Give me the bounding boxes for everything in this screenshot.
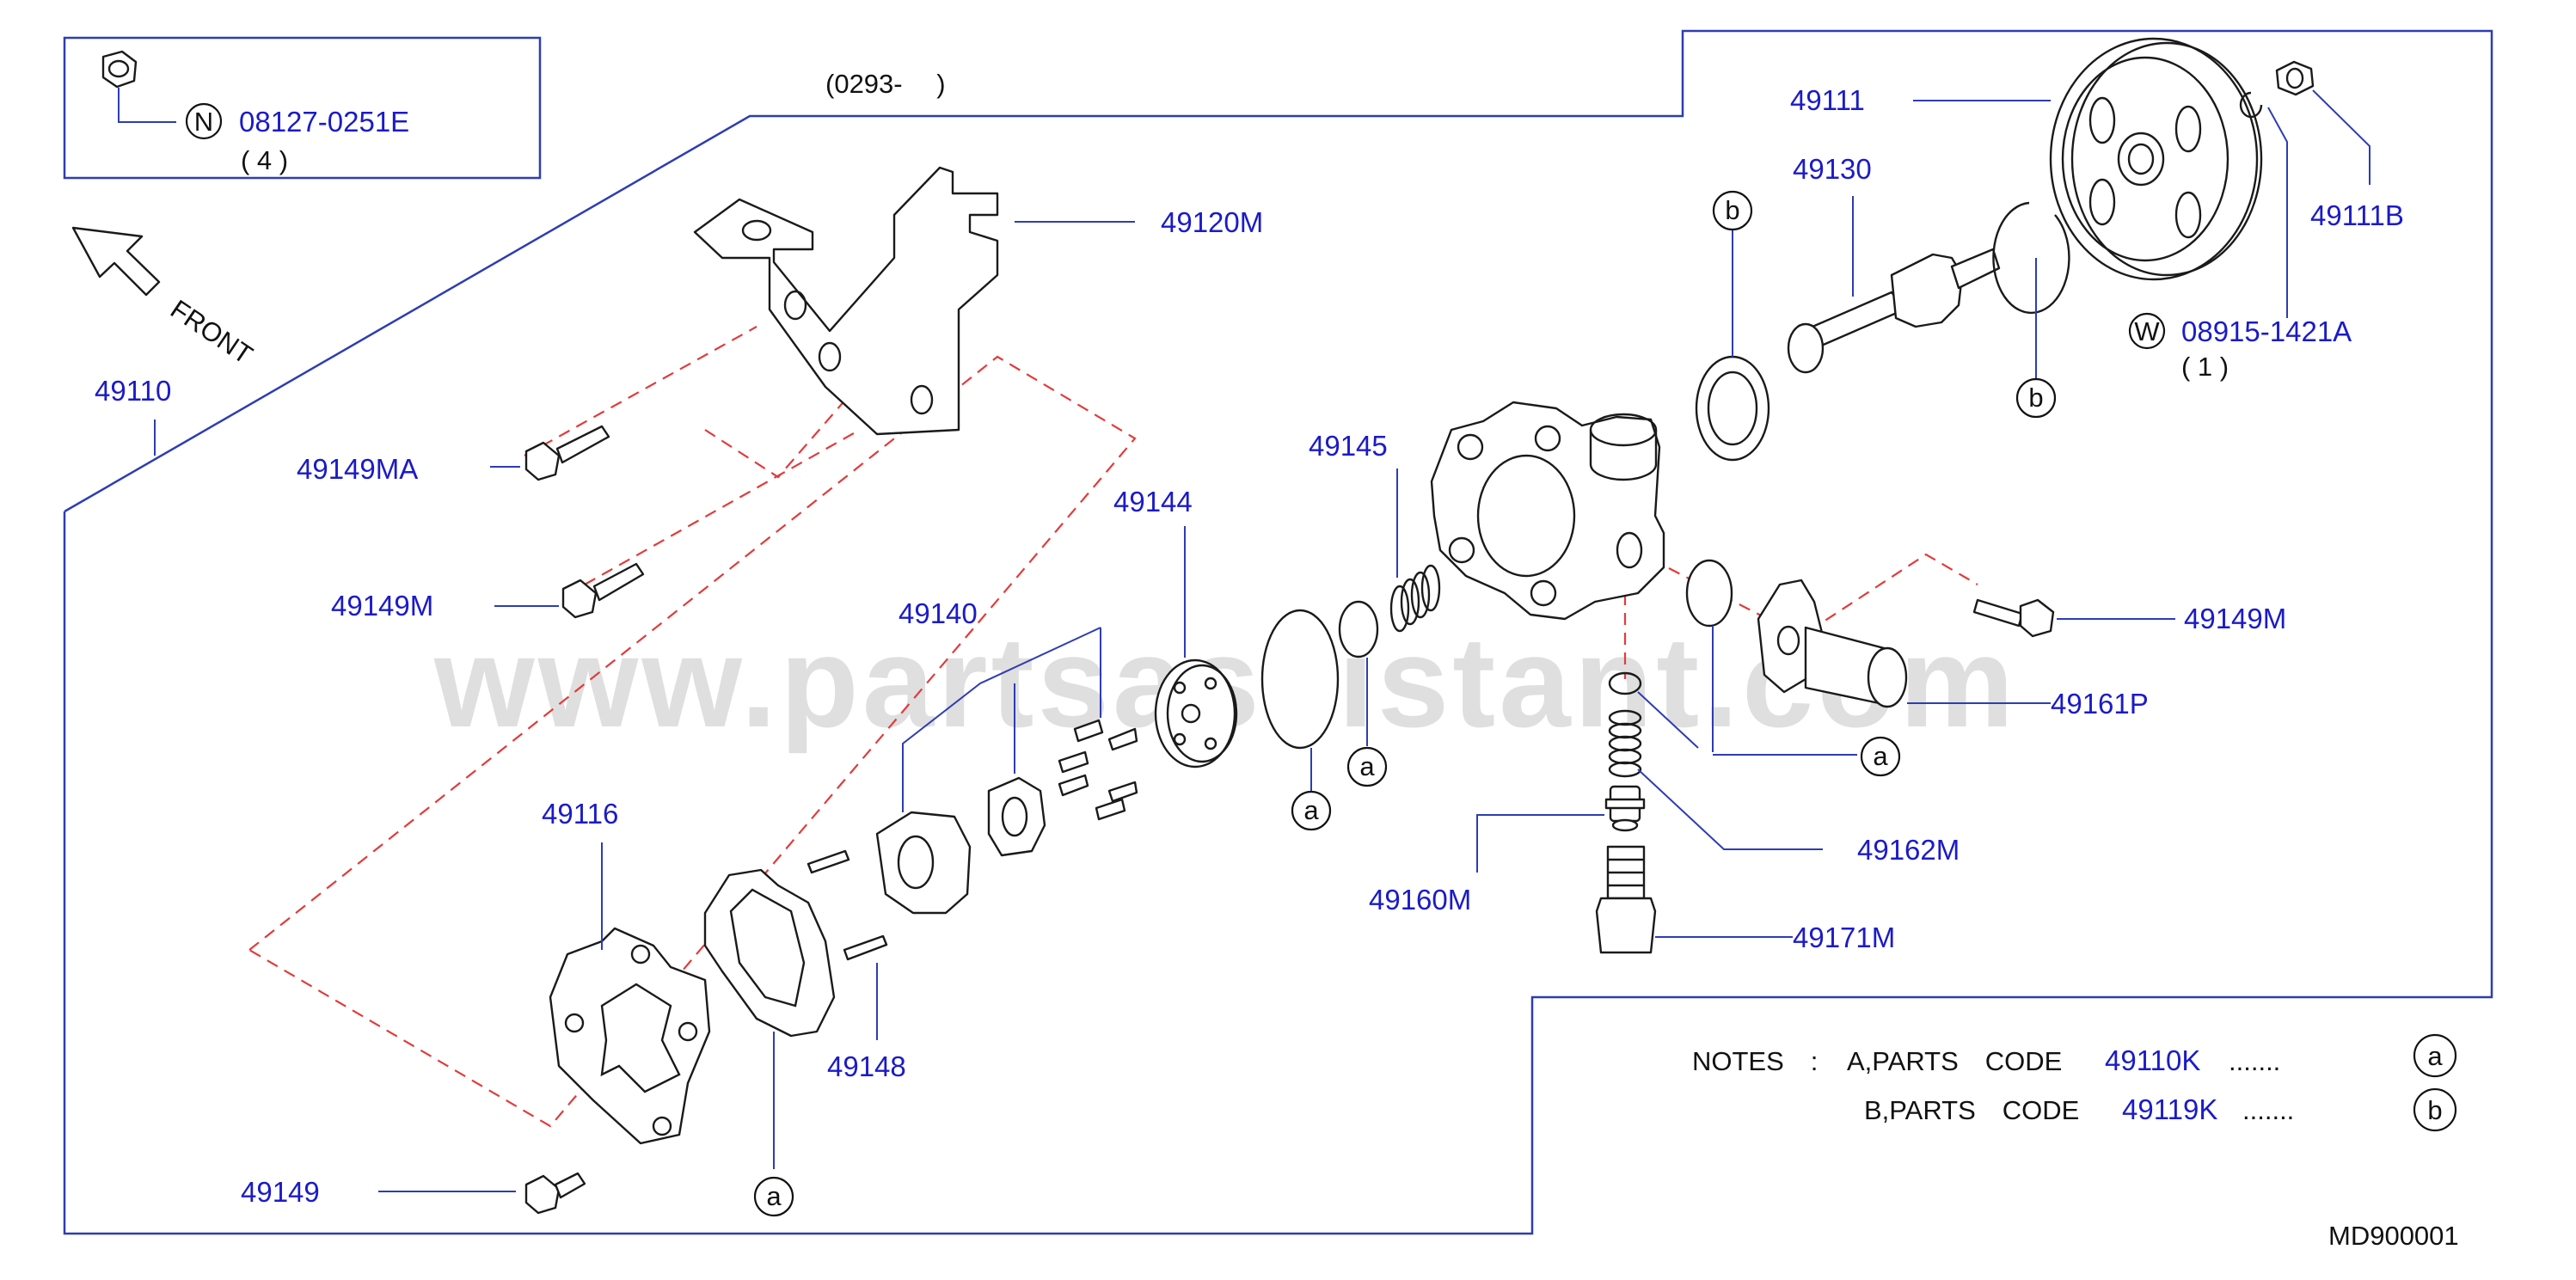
label-49111[interactable]: 49111 <box>1790 84 1865 116</box>
label-49140[interactable]: 49140 <box>899 597 978 629</box>
label-49171M[interactable]: 49171M <box>1793 922 1895 953</box>
washer-part-number[interactable]: 08915-1421A <box>2181 315 2352 347</box>
callout-b-oil-seal-text: b <box>1725 195 1739 225</box>
oil-seal-part <box>1695 355 1770 462</box>
notes-line-b-prefix: B,PARTS CODE <box>1864 1095 2079 1125</box>
vanes-icon <box>1058 719 1138 821</box>
leader-49160M <box>1476 814 1604 873</box>
label-49120M[interactable]: 49120M <box>1161 206 1263 238</box>
assembly-outline <box>63 29 2493 1235</box>
callout-b-snap-ring <box>2015 377 2057 419</box>
rotor-part <box>987 776 1046 857</box>
callout-b-oil-seal <box>1712 190 1753 231</box>
bracket-part <box>693 166 999 436</box>
assembly-dash-lines <box>248 326 1978 1128</box>
bolt-49149M-left-icon <box>561 562 645 619</box>
label-49149[interactable]: 49149 <box>241 1176 320 1208</box>
callout-a-small-o-ring-text: a <box>1359 751 1375 781</box>
diagram-code: MD900001 <box>2328 1221 2459 1251</box>
outlet-fitting-part <box>1757 579 1908 708</box>
leader-valve-o-ring <box>1637 691 1699 749</box>
front-arrow-icon <box>71 226 161 297</box>
pulley-part <box>2049 37 2263 281</box>
label-49111B[interactable]: 49111B <box>2310 199 2404 231</box>
callout-a-gasket <box>753 1176 794 1217</box>
label-49149MA[interactable]: 49149MA <box>297 453 418 485</box>
bolt-49149M-right-icon <box>1972 598 2055 638</box>
label-49116[interactable]: 49116 <box>542 798 618 830</box>
label-49161P[interactable]: 49161P <box>2051 688 2149 720</box>
flow-valve-49160M-part <box>1604 785 1646 832</box>
gasket-part <box>703 868 836 1038</box>
date-range-label: (0293- ) <box>825 69 946 99</box>
inset-symbol: N <box>194 107 213 137</box>
bolt-49149-icon <box>524 1172 586 1215</box>
notes-heading: NOTES : <box>1692 1046 1818 1076</box>
pulley-nut-icon <box>2275 60 2315 96</box>
inset-symbol-circle <box>185 102 223 140</box>
callout-b-snap-ring-text: b <box>2028 383 2043 413</box>
label-49110[interactable]: 49110 <box>95 375 171 407</box>
valve-plug-49171M-part <box>1595 845 1657 954</box>
leader-49162M <box>1637 769 1823 850</box>
label-49145[interactable]: 49145 <box>1309 430 1388 462</box>
notes-symbol-a-circle <box>2413 1033 2457 1078</box>
callout-a-large-o-ring <box>1291 790 1332 831</box>
leader-49140-a <box>902 627 1101 812</box>
label-49144[interactable]: 49144 <box>1113 486 1193 518</box>
pump-body-part <box>1430 401 1665 621</box>
inset-nut-icon <box>101 50 176 123</box>
callout-a-fitting <box>1860 736 1901 777</box>
label-49148[interactable]: 49148 <box>827 1050 906 1082</box>
bolt-49149MA-icon <box>524 425 610 481</box>
valve-o-ring-icon <box>1608 671 1642 695</box>
cam-ring-part <box>875 811 972 915</box>
notes-symbol-b: b <box>2427 1095 2442 1125</box>
rear-cover-part <box>549 927 711 1145</box>
notes-symbol-b-circle <box>2413 1087 2457 1132</box>
lock-washer-icon <box>2239 91 2263 119</box>
snap-ring-icon <box>1992 201 2070 315</box>
label-49149M-left[interactable]: 49149M <box>331 590 433 622</box>
inset-part-number[interactable]: 08127-0251E <box>239 106 409 138</box>
label-49162M[interactable]: 49162M <box>1857 834 1960 866</box>
leader-washer <box>2267 107 2288 318</box>
callout-a-fitting-text: a <box>1873 741 1888 771</box>
notes-line-b-dots: ....... <box>2242 1095 2294 1125</box>
callout-a-gasket-text: a <box>766 1181 782 1211</box>
shaft-part <box>1787 248 2001 374</box>
label-49149M-right[interactable]: 49149M <box>2184 603 2286 634</box>
fitting-o-ring-icon <box>1685 559 1733 628</box>
spring-49145-icon <box>1389 564 1441 633</box>
dowel-pins-icon <box>807 849 888 961</box>
leader-49111B <box>2312 89 2371 185</box>
notes-line-a-dots: ....... <box>2229 1046 2280 1076</box>
washer-symbol: W <box>2134 316 2160 346</box>
notes-line-b-code[interactable]: 49119K <box>2122 1093 2217 1125</box>
notes-line-a-prefix: A,PARTS CODE <box>1847 1046 2062 1076</box>
label-49130[interactable]: 49130 <box>1793 153 1872 185</box>
notes-line-a-code[interactable]: 49110K <box>2105 1044 2200 1076</box>
pressure-plate-part <box>1154 658 1238 769</box>
inset-box <box>63 36 542 180</box>
washer-quantity: ( 1 ) <box>2181 352 2229 382</box>
valve-spring-49162M-icon <box>1608 709 1642 778</box>
notes-symbol-a: a <box>2427 1041 2443 1071</box>
callout-a-large-o-ring-text: a <box>1303 795 1319 825</box>
washer-symbol-circle <box>2128 312 2166 350</box>
callout-a-small-o-ring <box>1346 746 1388 787</box>
o-rings-icon <box>1260 600 1379 750</box>
front-label: FRONT <box>165 294 258 371</box>
inset-quantity: ( 4 ) <box>241 145 288 175</box>
label-49160M[interactable]: 49160M <box>1369 884 1471 916</box>
